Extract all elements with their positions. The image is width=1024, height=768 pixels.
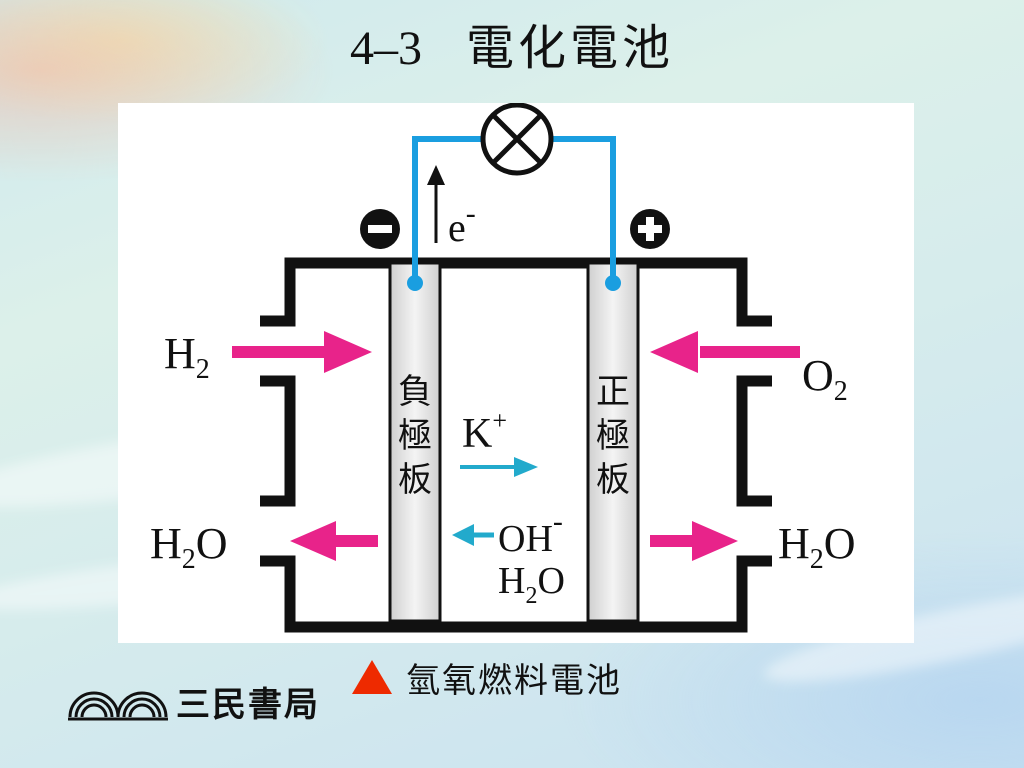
left-water-outflow-arrow [290, 521, 378, 561]
anode-label-char-2: 極 [398, 416, 432, 456]
cation-label: K+ [462, 406, 507, 457]
o2-inflow-arrow [650, 331, 800, 373]
anion-flow-arrow [452, 524, 494, 546]
publisher-mark-icon [68, 691, 168, 721]
triangle-icon [352, 660, 392, 694]
h2-inlet-label: H2 [164, 329, 210, 385]
lamp-icon [480, 103, 554, 176]
anode-plate [388, 261, 442, 623]
o2-inlet-label: O2 [802, 351, 848, 407]
cell-frame-left [260, 257, 440, 633]
h2-inflow-arrow [232, 331, 372, 373]
anode-label-char-1: 負 [398, 372, 432, 412]
electron-flow-arrow [427, 165, 445, 243]
fuel-cell-diagram: e- H2 O2 H2O H2O [118, 103, 914, 643]
cathode-label-char-1: 正 [596, 372, 630, 412]
cathode-plate [586, 261, 640, 623]
anode-contact-dot [407, 275, 423, 291]
anion-label: OH- [498, 505, 563, 560]
electrolyte-water-label: H2O [498, 560, 565, 609]
cathode-contact-dot [605, 275, 621, 291]
left-water-outlet-label: H2O [150, 519, 228, 575]
figure-caption: 氫氧燃料電池 [352, 652, 622, 702]
cation-flow-arrow [460, 457, 538, 477]
section-title: 電化電池 [465, 20, 674, 76]
publisher-name: 三民書局 [176, 684, 320, 725]
slide-title: 4–3 電化電池 [0, 8, 1024, 78]
right-water-outlet-label: H2O [778, 519, 856, 575]
fuel-cell-svg: e- H2 O2 H2O H2O [150, 103, 856, 633]
anode-label-char-3: 板 [398, 460, 432, 500]
electron-label: e- [448, 197, 476, 250]
cathode-label-char-2: 極 [596, 416, 630, 456]
positive-terminal-icon [630, 209, 670, 249]
cell-frame-right [592, 257, 772, 633]
section-number: 4–3 [349, 22, 422, 75]
right-water-outflow-arrow [650, 521, 738, 561]
cathode-label-char-3: 板 [596, 460, 630, 500]
caption-text: 氫氧燃料電池 [406, 660, 622, 701]
publisher-logo: 三民書局 [66, 676, 320, 726]
negative-terminal-icon [360, 209, 400, 249]
